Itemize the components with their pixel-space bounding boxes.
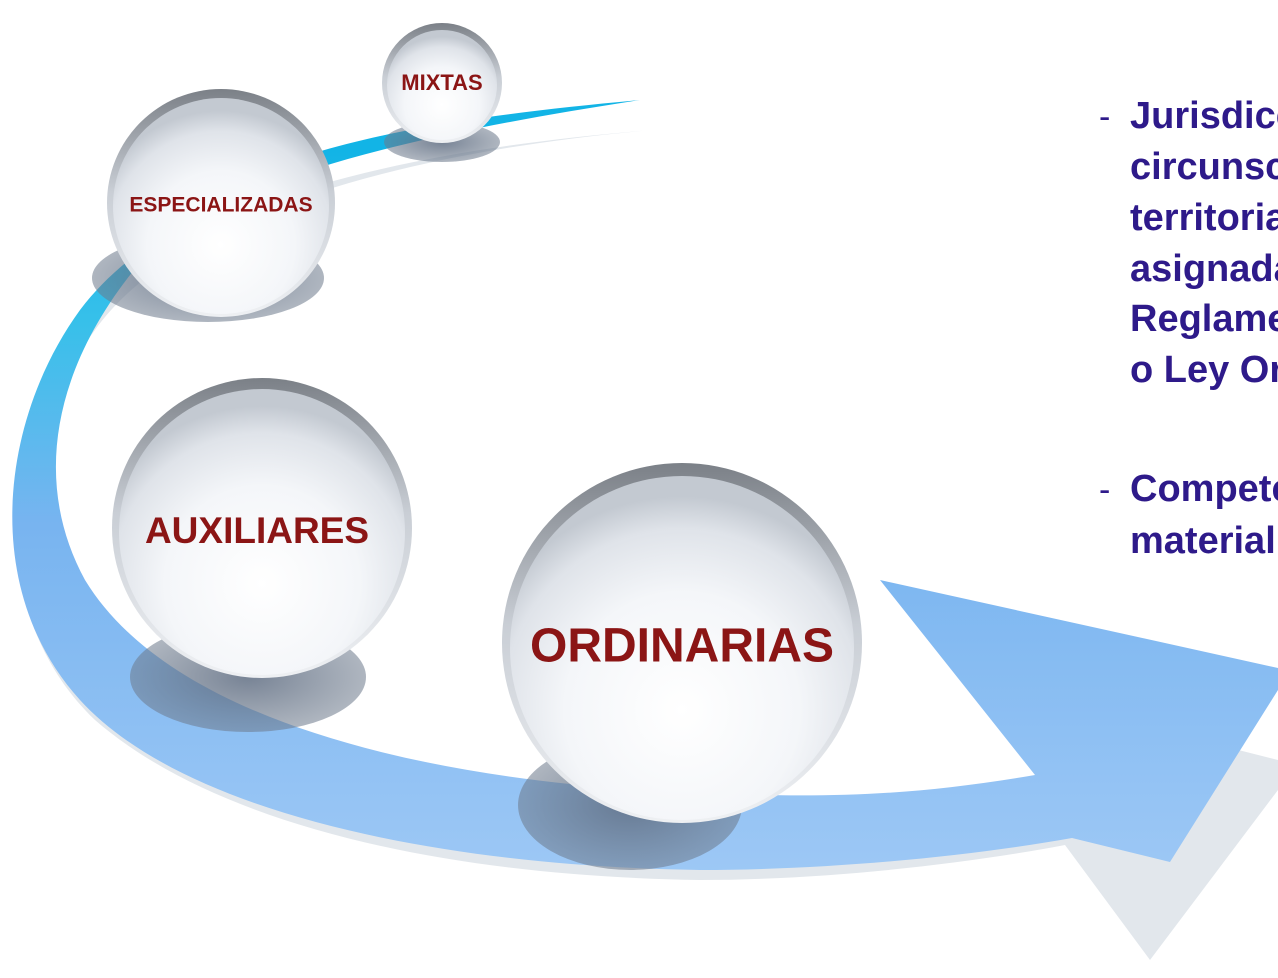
curved-arrow xyxy=(12,100,1278,870)
ordinarias-label: ORDINARIAS xyxy=(530,620,834,673)
circle-especializadas: ESPECIALIZADAS xyxy=(107,89,335,317)
auxiliares-label: AUXILIARES xyxy=(145,510,369,551)
circle-mixtas: MIXTAS xyxy=(382,23,502,143)
circle-auxiliares: AUXILIARES xyxy=(112,378,412,678)
circle-ordinarias: ORDINARIAS xyxy=(502,463,862,823)
especializadas-label: ESPECIALIZADAS xyxy=(129,194,312,217)
mixtas-label: MIXTAS xyxy=(401,70,482,95)
